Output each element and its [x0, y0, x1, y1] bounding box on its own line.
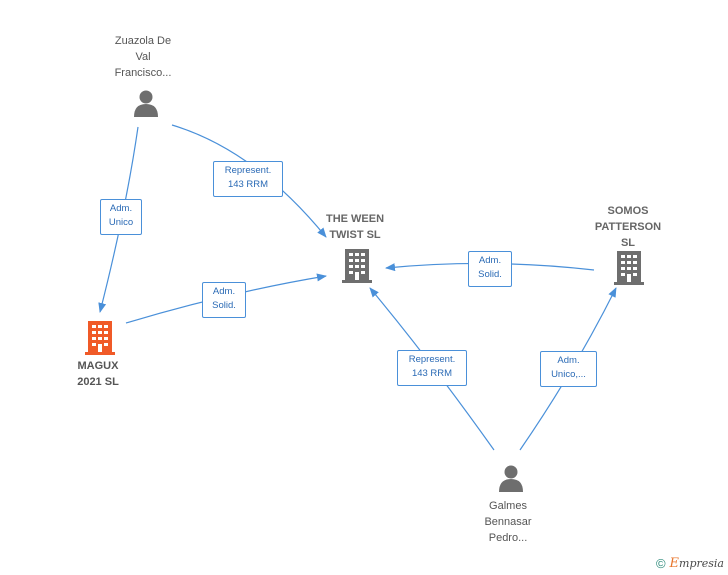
node-label-magux[interactable]: MAGUX 2021 SL: [77, 360, 119, 388]
edge-label-galmes-somos[interactable]: Adm. Unico,...: [540, 351, 597, 387]
edge-label-galmes-theween[interactable]: Represent. 143 RRM: [397, 350, 467, 386]
person-icon[interactable]: [132, 89, 160, 117]
building-icon[interactable]: [85, 319, 115, 355]
building-icon[interactable]: [342, 247, 372, 283]
edge-label-magux-theween[interactable]: Adm. Solid.: [202, 282, 246, 318]
empresia-watermark: © Empresia: [656, 556, 724, 571]
building-icon[interactable]: [614, 249, 644, 285]
edge-label-zuazola-theween[interactable]: Represent. 143 RRM: [213, 161, 283, 197]
node-label-somos[interactable]: SOMOS PATTERSON SL: [594, 205, 662, 249]
node-label-theween[interactable]: THE WEEN TWIST SL: [325, 213, 385, 241]
edge-label-somos-theween[interactable]: Adm. Solid.: [468, 251, 512, 287]
person-icon[interactable]: [497, 464, 525, 492]
node-label-zuazola[interactable]: Zuazola De Val Francisco...: [114, 35, 172, 79]
edge-label-zuazola-magux[interactable]: Adm. Unico: [100, 199, 142, 235]
copyright-symbol: ©: [655, 556, 666, 571]
empresia-logo: Empresia: [669, 556, 724, 571]
node-label-galmes[interactable]: Galmes Bennasar Pedro...: [484, 500, 532, 544]
